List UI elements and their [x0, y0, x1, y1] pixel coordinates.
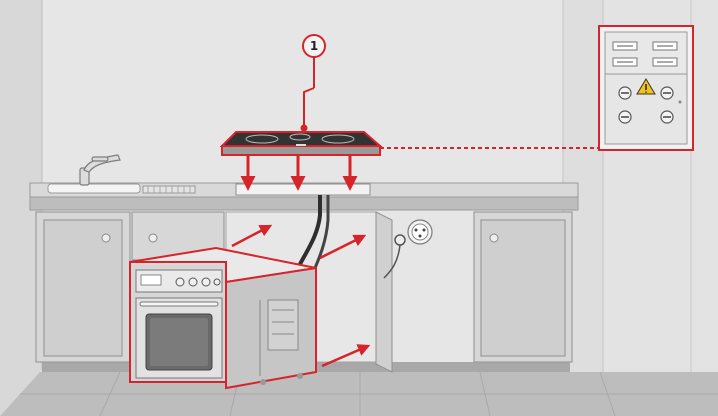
- induction-hob: [219, 131, 383, 156]
- oven-knob-3: [201, 277, 211, 287]
- distribution-panel: [598, 25, 694, 151]
- callout-leader: [300, 57, 315, 132]
- oven-knob-2: [188, 277, 198, 287]
- open-cabinet-door: [375, 211, 393, 373]
- left-wall: [0, 0, 42, 416]
- floor-tiles: [20, 371, 718, 416]
- power-socket-icon: [407, 219, 433, 245]
- airflow-arrow-bottom: [321, 344, 371, 368]
- hob-install-arrows: [240, 155, 358, 191]
- callout-badge: [302, 34, 326, 58]
- cabinet-left-door: [43, 219, 123, 357]
- plug-cable: [383, 234, 406, 279]
- cabinet-right-knob: [489, 233, 499, 243]
- built-in-oven: [129, 246, 317, 390]
- base-cabinets: [35, 211, 573, 363]
- oven-knob-1: [175, 277, 185, 287]
- ventilation-arrows: [231, 224, 371, 368]
- sink-drainboard: [142, 185, 196, 194]
- oven-display: [140, 274, 162, 286]
- faucet-icon: [79, 154, 121, 186]
- oven-knob-4: [213, 278, 221, 286]
- airflow-arrow-top-right: [319, 234, 367, 260]
- airflow-arrow-top-left: [231, 224, 273, 248]
- warning-triangle-icon: [636, 78, 656, 95]
- cabinet-right-door: [480, 219, 566, 357]
- oven-handle: [139, 301, 219, 307]
- drainboard-grooves: [147, 186, 191, 193]
- cabinet-mid-knob: [148, 233, 158, 243]
- sink-basin: [47, 183, 141, 194]
- cabinet-left-knob: [101, 233, 111, 243]
